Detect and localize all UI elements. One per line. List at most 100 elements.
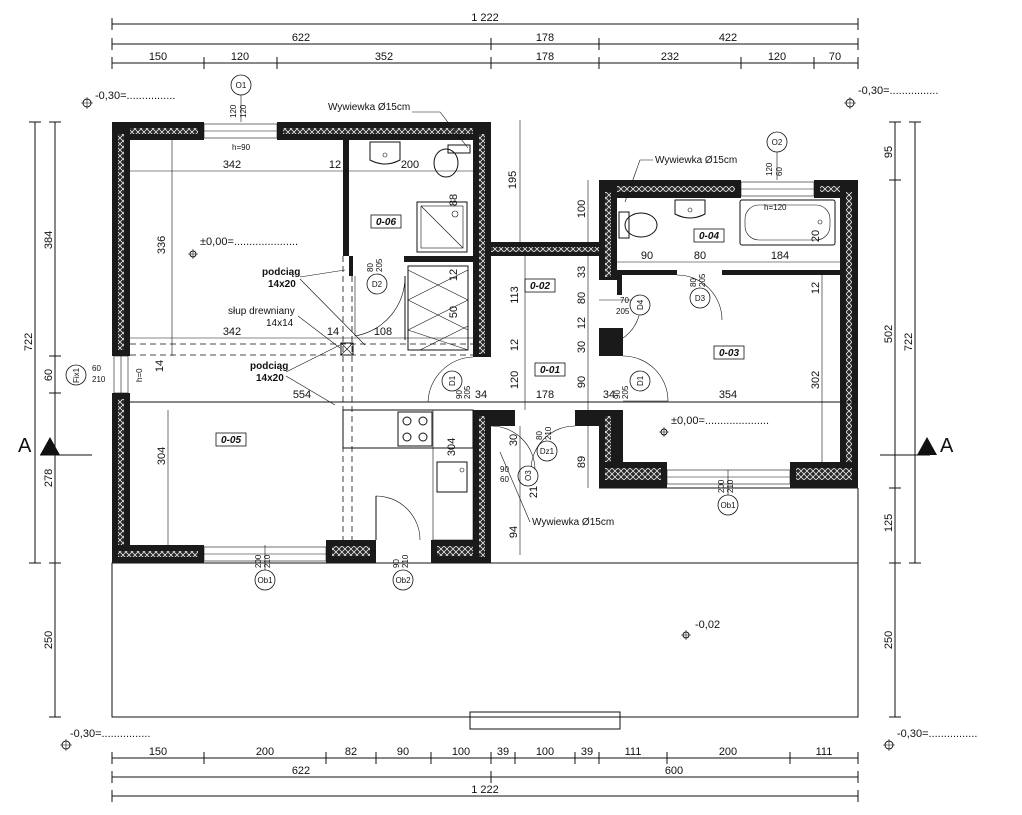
post-label-b: 14x14	[266, 318, 294, 329]
svg-text:342: 342	[223, 326, 241, 338]
svg-text:12: 12	[576, 317, 588, 329]
dim-bot-39b: 39	[581, 746, 593, 758]
svg-text:90: 90	[641, 250, 653, 262]
inner-dimensions: 342 12 200 336 195 88 12 50 342 14 108 1…	[130, 120, 840, 555]
vent-label-3: Wywiewka Ø15cm	[532, 517, 614, 528]
svg-text:554: 554	[293, 389, 311, 401]
svg-text:120: 120	[509, 371, 521, 389]
shower-tray	[416, 201, 468, 253]
svg-text:210: 210	[92, 375, 106, 384]
svg-text:205: 205	[375, 258, 384, 272]
svg-text:120: 120	[765, 162, 774, 176]
level-markers: -0,30=................ -0,30=...........…	[60, 85, 977, 751]
svg-text:342: 342	[223, 159, 241, 171]
svg-text:304: 304	[156, 447, 168, 465]
svg-text:h=90: h=90	[232, 143, 251, 152]
door-d1a	[427, 356, 474, 403]
dim-right-502: 502	[883, 325, 895, 343]
section-arrow-left	[40, 437, 60, 455]
dim-top-232: 232	[661, 51, 679, 63]
svg-text:205: 205	[698, 273, 707, 287]
level-marker-tr: -0,30=................	[844, 85, 938, 109]
svg-text:-0,30=................: -0,30=................	[858, 85, 938, 97]
tag-d2: D2 80 205	[366, 258, 388, 295]
svg-text:178: 178	[536, 389, 554, 401]
tag-d3: D3 80 205	[689, 273, 711, 309]
level-marker-br: -0,30=................	[883, 728, 977, 751]
tag-d1-left: D1 90 205	[441, 370, 472, 399]
door-d2	[354, 275, 406, 337]
svg-text:60: 60	[775, 167, 784, 176]
svg-text:210: 210	[544, 426, 553, 440]
svg-text:-0,30=................: -0,30=................	[897, 728, 977, 740]
svg-text:34: 34	[603, 389, 615, 401]
svg-text:-0,02: -0,02	[695, 619, 720, 631]
exterior-walls	[112, 122, 858, 563]
svg-text:205: 205	[463, 385, 472, 399]
dim-bot-total: 1 222	[471, 784, 499, 796]
dim-bot-600: 600	[665, 765, 683, 777]
door-o3	[490, 425, 536, 471]
svg-text:90: 90	[455, 390, 464, 399]
top-dimension-chains: 1 222 622 178 422 150 120 352 178 232 12…	[111, 12, 859, 69]
left-dimension-chains: 722 384 60 278 250	[23, 121, 61, 718]
svg-text:±0,00=.....................: ±0,00=.....................	[200, 236, 298, 248]
dim-bot-100b: 100	[536, 746, 554, 758]
svg-text:90: 90	[576, 376, 588, 388]
door-dz1	[530, 425, 576, 471]
svg-text:80: 80	[366, 263, 375, 272]
beam-label-1b: 14x20	[268, 279, 296, 290]
dim-right-95: 95	[883, 146, 895, 158]
svg-text:O2: O2	[772, 138, 783, 147]
svg-text:80: 80	[535, 431, 544, 440]
sink-icon-2	[674, 199, 706, 219]
svg-text:50: 50	[448, 306, 460, 318]
svg-text:h=120: h=120	[764, 203, 787, 212]
svg-text:Ob2: Ob2	[395, 576, 411, 585]
dim-top-70: 70	[829, 51, 841, 63]
svg-text:336: 336	[156, 236, 168, 254]
dim-right-125: 125	[883, 514, 895, 532]
svg-text:90: 90	[392, 559, 401, 568]
svg-text:-0,30=................: -0,30=................	[70, 728, 150, 740]
dim-left-722: 722	[23, 333, 35, 351]
vent-label-1: Wywiewka Ø15cm	[328, 102, 410, 113]
right-dimension-chains: 722 95 502 125 250	[883, 121, 921, 718]
post-label-a: słup drewniany	[228, 306, 295, 317]
svg-text:205: 205	[616, 307, 630, 316]
tag-ob1-left: Ob1 200 210	[254, 545, 276, 591]
dim-bot-150: 150	[149, 746, 167, 758]
dim-top-150: 150	[149, 51, 167, 63]
svg-text:80: 80	[694, 250, 706, 262]
tag-fix1: Fix1 60 210 h=0	[65, 364, 144, 386]
dim-top-178: 178	[536, 32, 554, 44]
dim-right-250: 250	[883, 631, 895, 649]
section-label-left: A	[18, 435, 32, 457]
svg-text:70: 70	[620, 296, 629, 305]
tag-d1-right: D1 90 205	[613, 370, 651, 399]
dim-bot-100: 100	[452, 746, 470, 758]
svg-text:120: 120	[229, 104, 238, 118]
dim-top-total: 1 222	[471, 12, 499, 24]
dim-left-278: 278	[43, 469, 55, 487]
door-ob2	[375, 495, 421, 541]
svg-text:88: 88	[448, 194, 460, 206]
svg-text:12: 12	[810, 282, 822, 294]
svg-text:210: 210	[726, 479, 735, 493]
svg-text:94: 94	[508, 526, 520, 538]
svg-text:90: 90	[500, 465, 509, 474]
section-label-right: A	[940, 435, 954, 457]
svg-text:60: 60	[500, 475, 509, 484]
timber-post	[340, 342, 354, 356]
door-swings	[354, 274, 723, 541]
bottom-dimension-chains: 150 200 82 90 100 39 100 39 111 200 111 …	[111, 746, 859, 802]
dim-bot-111: 111	[625, 746, 642, 758]
dim-left-250: 250	[43, 631, 55, 649]
section-arrow-right	[917, 437, 937, 455]
interior-partitions	[343, 140, 840, 356]
svg-text:89: 89	[576, 456, 588, 468]
beam-label-1a: podciąg	[262, 267, 300, 278]
dim-bot-90: 90	[397, 746, 409, 758]
room-0-03: 0-03	[719, 348, 739, 359]
dim-left-60: 60	[43, 369, 55, 381]
